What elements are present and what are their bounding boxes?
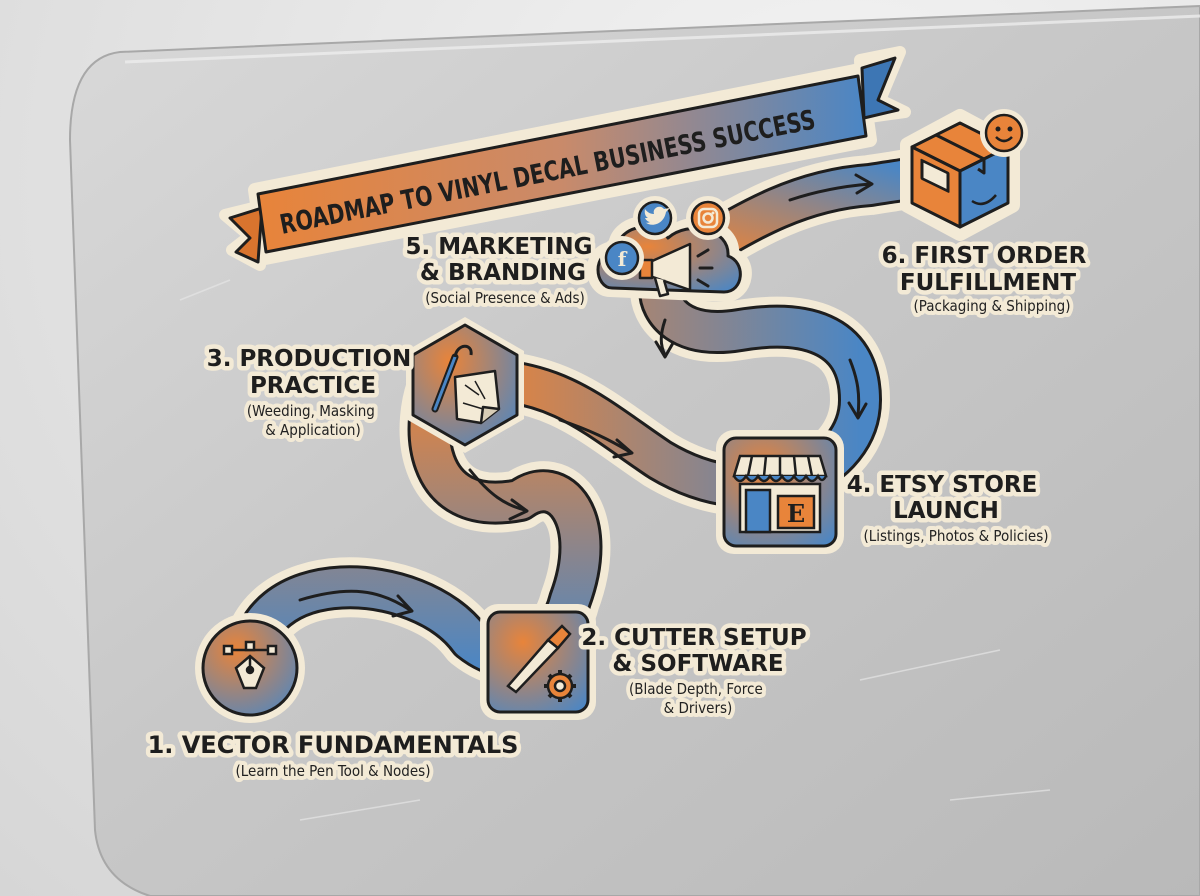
instagram-icon — [686, 196, 730, 240]
arrow-3 — [558, 418, 634, 459]
step-3-title: 3. PRODUCTION PRACTICE — [207, 346, 420, 399]
step-2-label: 2. CUTTER SETUP & SOFTWARE (Blade Depth,… — [577, 621, 814, 722]
arrow-2 — [468, 468, 529, 521]
step-1-subtitle: (Learn the Pen Tool & Nodes) — [236, 762, 431, 780]
arrow-1 — [298, 589, 414, 618]
step-4-subtitle: (Listings, Photos & Policies) — [863, 527, 1048, 545]
step-3-icon — [406, 317, 524, 453]
step-5-icon: f — [586, 196, 752, 302]
twitter-icon — [633, 196, 677, 240]
pen-tool-icon — [222, 640, 278, 690]
step-6-label: 6. FIRST ORDER FULFILLMENT (Packaging & … — [877, 239, 1095, 320]
step-3-subtitle: (Weeding, Masking & Application) — [247, 402, 379, 439]
step-4-label: 4. ETSY STORE LAUNCH (Listings, Photos &… — [842, 468, 1052, 550]
arrow-5 — [654, 318, 675, 359]
blade-gear-icon — [506, 624, 576, 702]
step-6-subtitle: (Packaging & Shipping) — [914, 297, 1071, 315]
package-icon — [910, 121, 1010, 229]
step-1-title: 1. VECTOR FUNDAMENTALS — [148, 731, 519, 759]
step-5-subtitle: (Social Presence & Ads) — [425, 289, 585, 307]
etsy-letter: E — [787, 499, 805, 528]
path-arrows — [298, 173, 874, 618]
facebook-letter: f — [618, 247, 628, 271]
step-1-label: 1. VECTOR FUNDAMENTALS (Learn the Pen To… — [143, 727, 523, 785]
weeding-hook-icon — [431, 344, 501, 425]
storefront-icon: E — [732, 454, 828, 534]
arrow-4 — [847, 358, 868, 420]
step-6-icon — [900, 109, 1028, 241]
step-2-title: 2. CUTTER SETUP & SOFTWARE — [581, 625, 814, 677]
step-2-subtitle: (Blade Depth, Force & Drivers) — [629, 680, 767, 717]
step-1-icon — [195, 613, 305, 723]
step-5-label: 5. MARKETING & BRANDING (Social Presence… — [401, 230, 600, 312]
step-3-label: 3. PRODUCTION PRACTICE (Weeding, Masking… — [202, 342, 420, 444]
step-4-title: 4. ETSY STORE LAUNCH — [847, 472, 1046, 524]
step-2-icon — [480, 604, 596, 720]
facebook-icon: f — [600, 236, 644, 280]
arrow-6 — [788, 173, 874, 202]
step-6-title: 6. FIRST ORDER FULFILLMENT — [882, 243, 1095, 296]
smile-icon — [980, 109, 1028, 157]
step-4-icon: E — [716, 430, 844, 554]
step-5-title: 5. MARKETING & BRANDING — [405, 234, 600, 286]
